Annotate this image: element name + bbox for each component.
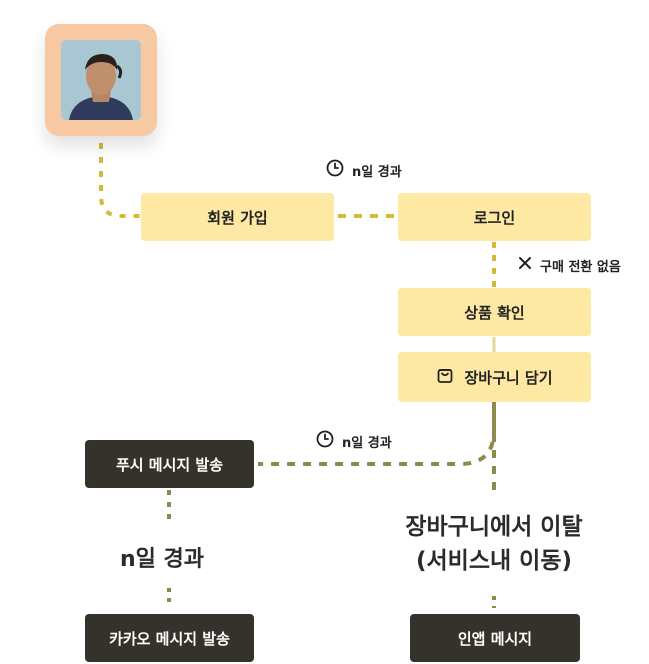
clock-icon	[316, 430, 334, 452]
signup-node: 회원 가입	[141, 193, 334, 241]
inapp-message-node: 인앱 메시지	[410, 614, 580, 662]
elapsed-top-text: n일 경과	[352, 164, 402, 180]
cart-exit-line2: (서비스내 이동)	[416, 548, 572, 574]
no-conversion-label: 구매 전환 없음	[518, 255, 621, 275]
cart-exit-label: 장바구니에서 이탈 (서비스내 이동)	[370, 510, 618, 578]
elapsed-mid-text: n일 경과	[342, 435, 392, 451]
add-to-cart-node: 장바구니 담기	[398, 352, 591, 402]
connector-avatar-signup	[99, 143, 140, 218]
inapp-message-label: 인앱 메시지	[457, 629, 533, 648]
elapsed-top-label: n일 경과	[326, 159, 402, 181]
push-message-label: 푸시 메시지 발송	[115, 455, 224, 474]
push-message-node: 푸시 메시지 발송	[85, 440, 254, 488]
close-icon	[518, 256, 532, 274]
user-avatar	[61, 40, 141, 120]
user-avatar-card	[45, 24, 157, 136]
shopping-bag-icon	[436, 366, 454, 388]
clock-icon	[326, 159, 344, 181]
no-conversion-text: 구매 전환 없음	[540, 259, 621, 275]
cart-exit-line1: 장바구니에서 이탈	[405, 514, 583, 540]
kakao-message-label: 카카오 메시지 발송	[109, 629, 230, 648]
elapsed-mid-label: n일 경과	[316, 430, 392, 452]
product-view-label: 상품 확인	[464, 303, 525, 322]
elapsed-left-text: n일 경과	[120, 547, 205, 572]
elapsed-left-label: n일 경과	[120, 540, 204, 574]
login-node: 로그인	[398, 193, 591, 241]
add-to-cart-label: 장바구니 담기	[464, 368, 553, 387]
product-view-node: 상품 확인	[398, 288, 591, 336]
kakao-message-node: 카카오 메시지 발송	[85, 614, 254, 662]
connector-cart-push	[258, 410, 496, 466]
login-label: 로그인	[473, 208, 516, 227]
signup-label: 회원 가입	[207, 208, 268, 227]
